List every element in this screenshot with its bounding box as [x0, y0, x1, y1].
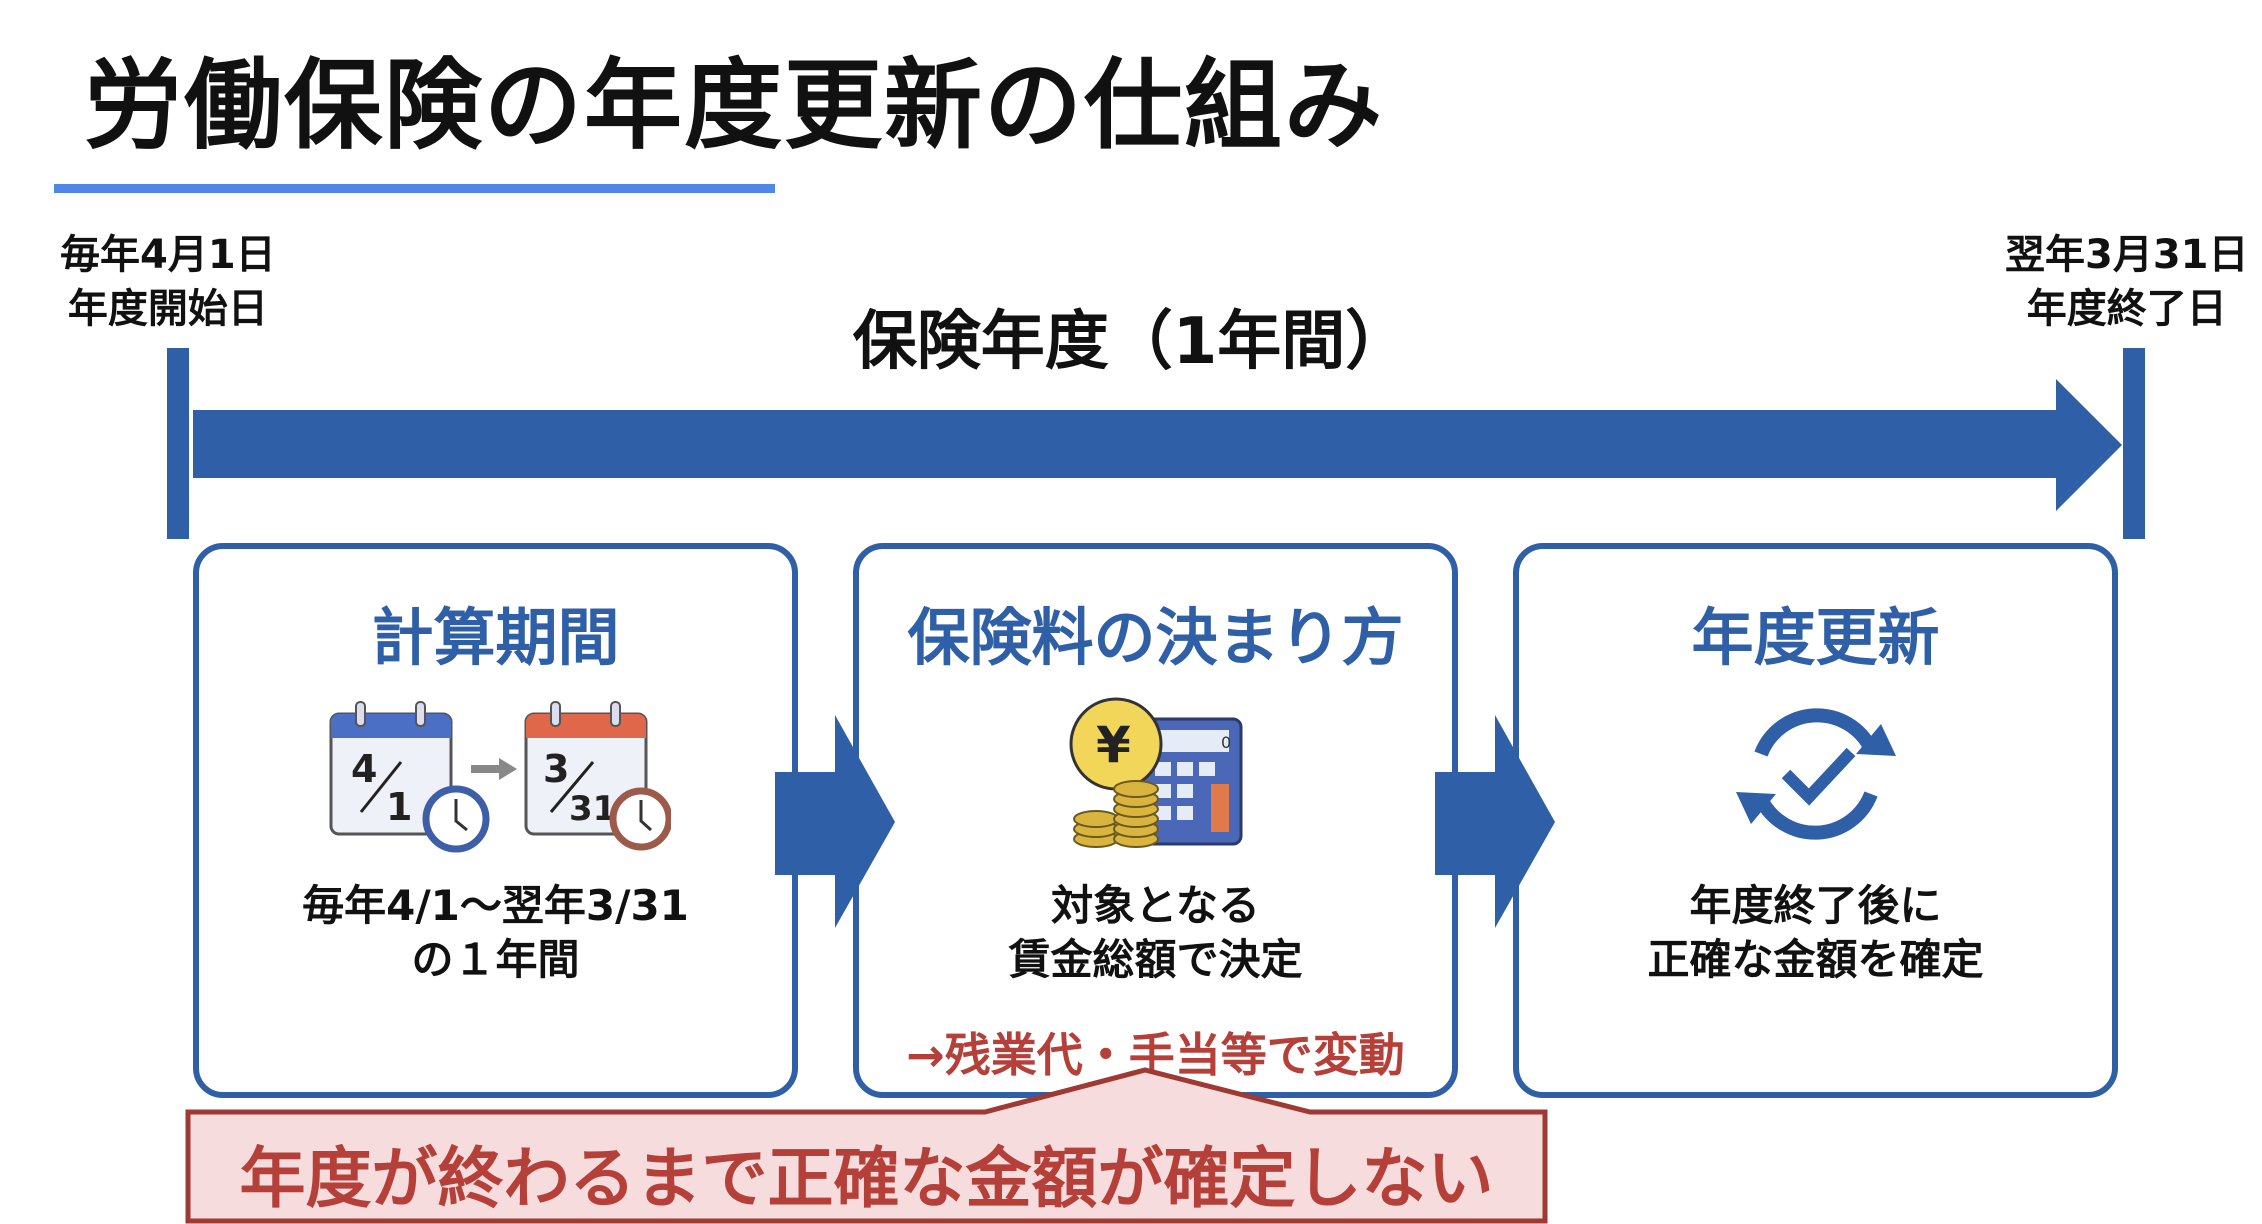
page-title: 労働保険の年度更新の仕組み — [84, 49, 1385, 163]
end-date: 翌年3月31日 — [2005, 232, 2249, 278]
step-calculation-period: 計算期間 4 1 3 31 毎年4/1〜翌年3/31 の１年間 — [193, 543, 798, 1098]
step-description: 対象となる 賃金総額で決定 — [859, 879, 1452, 987]
desc-line: 賃金総額で決定 — [1008, 935, 1303, 984]
title-underline — [54, 184, 775, 193]
desc-line: 正確な金額を確定 — [1647, 935, 1984, 984]
desc-line: 毎年4/1〜翌年3/31 — [302, 881, 689, 930]
yen-calculator-icon: 0 ¥ — [1069, 697, 1242, 848]
desc-line: 対象となる — [1051, 881, 1260, 930]
step-title: 計算期間 — [371, 601, 620, 674]
calc-display: 0 — [1221, 733, 1231, 752]
yen-sign: ¥ — [1096, 716, 1131, 774]
to-month: 3 — [543, 747, 569, 791]
calendar-clock-icon: 4 1 3 31 — [329, 701, 671, 853]
step-title: 年度更新 — [1691, 601, 1940, 674]
step-premium-determination: 保険料の決まり方 0 ¥ 対象となる 賃金総額で決定 →残業代・手当等で変動 — [853, 543, 1458, 1098]
to-day: 31 — [569, 789, 616, 829]
timeline-arrow — [193, 379, 2122, 511]
start-caption: 年度開始日 — [67, 286, 268, 332]
timeline-start-label: 毎年4月1日 年度開始日 — [60, 228, 276, 336]
from-month: 4 — [351, 747, 377, 791]
step-arrow-2 — [1435, 715, 1555, 928]
step-title: 保険料の決まり方 — [907, 601, 1404, 674]
step-annual-renewal: 年度更新 年度終了後に 正確な金額を確定 — [1513, 543, 2118, 1098]
desc-line: 年度終了後に — [1689, 881, 1942, 930]
timeline-end-label: 翌年3月31日 年度終了日 — [2005, 228, 2249, 336]
period-label: 保険年度（1年間） — [852, 305, 1410, 379]
renew-check-icon — [1735, 708, 1896, 840]
end-caption: 年度終了日 — [2026, 286, 2227, 332]
callout-text: 年度が終わるまで正確な金額が確定しない — [239, 1140, 1494, 1217]
step-arrow-1 — [775, 715, 895, 928]
step-description: 毎年4/1〜翌年3/31 の１年間 — [199, 879, 792, 987]
from-day: 1 — [386, 785, 412, 829]
start-date: 毎年4月1日 — [60, 232, 276, 278]
timeline-end-bar — [2123, 348, 2145, 539]
step-description: 年度終了後に 正確な金額を確定 — [1519, 879, 2112, 987]
timeline-start-bar — [167, 348, 189, 539]
callout-box — [185, 1067, 1548, 1224]
desc-line: の１年間 — [411, 935, 580, 984]
